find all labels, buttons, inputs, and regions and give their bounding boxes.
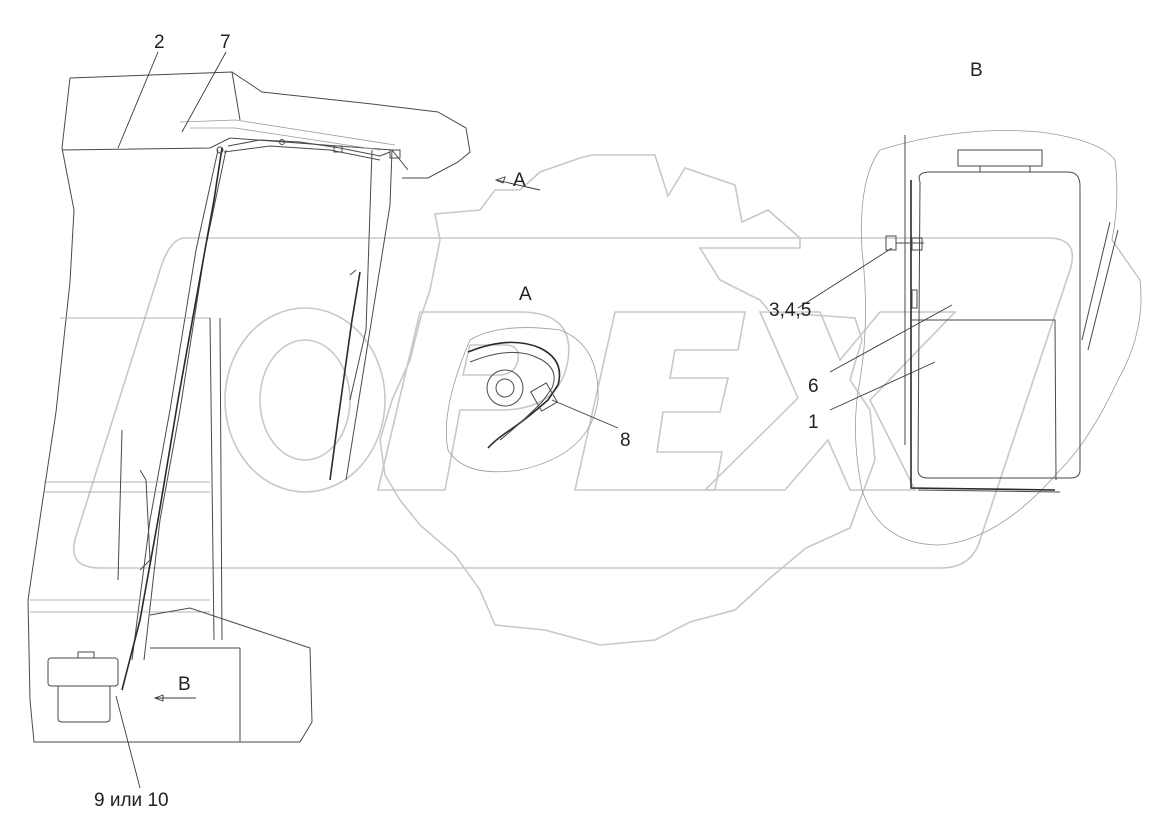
view-a-arrow-label: A (513, 170, 526, 191)
watermark-logo (72, 237, 1074, 569)
callout-labels: 2 7 3,4,5 6 1 8 9 или 10 A A B B (94, 32, 983, 811)
callout-8: 8 (620, 430, 631, 451)
view-b-detail (855, 130, 1142, 546)
view-b-title: B (970, 60, 983, 81)
callout-3-4-5: 3,4,5 (769, 300, 811, 321)
callout-2: 2 (154, 32, 165, 53)
watermark-gear (379, 154, 876, 646)
callout-7: 7 (220, 32, 231, 53)
cab-main-view (27, 71, 471, 743)
callout-6: 6 (808, 376, 819, 397)
leader-lines (115, 51, 953, 789)
callout-1: 1 (808, 412, 819, 433)
callout-9-or-10: 9 или 10 (94, 790, 169, 811)
view-b-arrow-label: B (178, 674, 191, 695)
view-a-title: A (519, 284, 532, 305)
view-a-detail (445, 327, 599, 473)
